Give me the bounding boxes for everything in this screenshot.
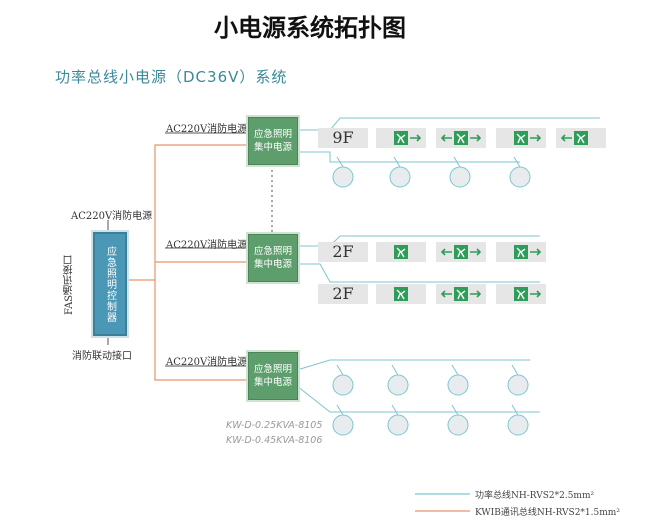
emergency-lamp-icon [507,364,529,396]
legend-comm-bus: KWIB通讯总线NH-RVS2*1.5mm² [475,508,620,518]
emergency-lighting-controller: 应急照明控制器 [93,232,127,336]
emergency-lamp-icon [507,404,529,436]
emergency-lamp-icon [447,404,469,436]
model-label-2: KW-D-0.45KVA-8106 [226,435,323,446]
ac-feed-label-1: AC220V消防电源 [166,124,248,135]
model-label-1: KW-D-0.25KVA-8105 [226,420,323,431]
exit-sign-icon [436,242,486,262]
power-unit-1-line2: 集中电源 [253,142,292,153]
exit-sign-icon [556,128,606,148]
exit-sign-icon [376,284,426,304]
emergency-lamp-icon [332,404,354,436]
power-unit-3-line2: 集中电源 [253,377,292,388]
exit-sign-icon [376,242,426,262]
emergency-lamp-icon [332,364,354,396]
floor-label-row-2: 2F [318,242,368,262]
fas-port-label: FAS通讯接口 [64,254,75,316]
power-unit-2-line1: 应急照明 [253,246,292,257]
ac-feed-label-3: AC220V消防电源 [166,357,248,368]
power-unit-2-line2: 集中电源 [253,259,292,270]
emergency-lamp-icon [449,156,471,188]
linkage-port-label: 消防联动接口 [72,351,132,362]
exit-sign-icon [436,128,486,148]
emergency-lamp-icon [332,156,354,188]
ac-feed-label-controller: AC220V消防电源 [71,211,153,222]
floor-label-row-1: 9F [318,128,368,148]
emergency-lamp-icon [387,364,409,396]
exit-sign-icon [496,242,546,262]
diagram-title: 小电源系统拓扑图 [214,14,406,42]
emergency-lamp-icon [387,404,409,436]
emergency-lamp-icon [509,156,531,188]
exit-sign-icon [436,284,486,304]
legend-power-bus: 功率总线NH-RVS2*2.5mm² [475,491,595,501]
exit-sign-icon [496,128,546,148]
floor-label-row-3: 2F [318,284,368,304]
emergency-lamp-icon [389,156,411,188]
power-unit-3-line1: 应急照明 [253,364,292,375]
exit-sign-icon [496,284,546,304]
diagram-subtitle: 功率总线小电源（DC36V）系统 [55,68,288,86]
power-unit-3: 应急照明 集中电源 [248,352,298,400]
power-unit-1: 应急照明 集中电源 [248,117,298,165]
ac-feed-label-2: AC220V消防电源 [166,240,248,251]
power-unit-2: 应急照明 集中电源 [248,234,298,282]
power-unit-1-line1: 应急照明 [253,129,292,140]
emergency-lamp-icon [447,364,469,396]
exit-sign-icon [376,128,426,148]
